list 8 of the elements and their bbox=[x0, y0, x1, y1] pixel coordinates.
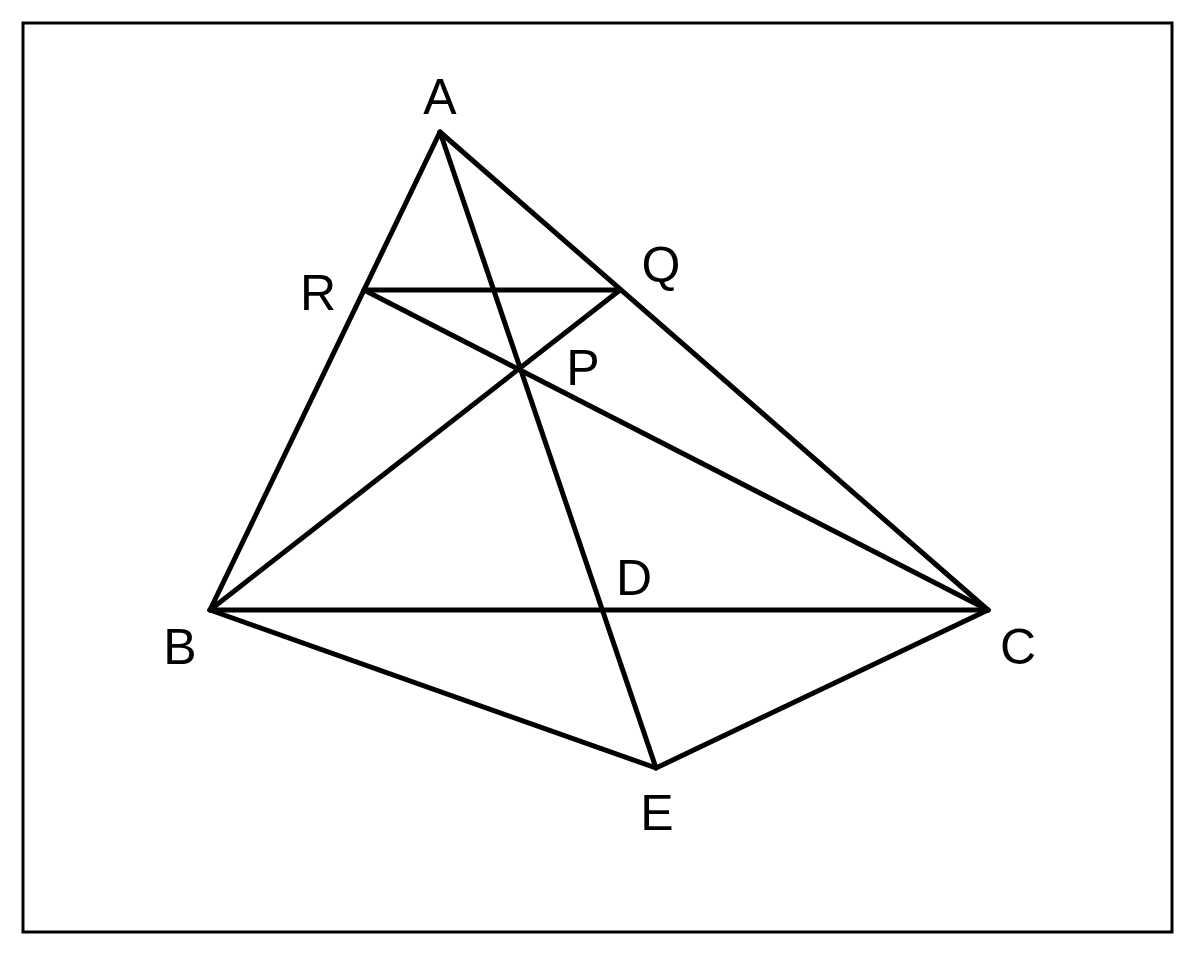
point-label: D bbox=[615, 553, 653, 603]
point-label: R bbox=[299, 268, 337, 318]
point-label: B bbox=[163, 622, 197, 672]
point-label: C bbox=[999, 622, 1037, 672]
point-label: A bbox=[423, 72, 457, 122]
point-label: Q bbox=[641, 240, 681, 290]
point-label: E bbox=[640, 788, 674, 838]
point-label: P bbox=[566, 343, 600, 393]
